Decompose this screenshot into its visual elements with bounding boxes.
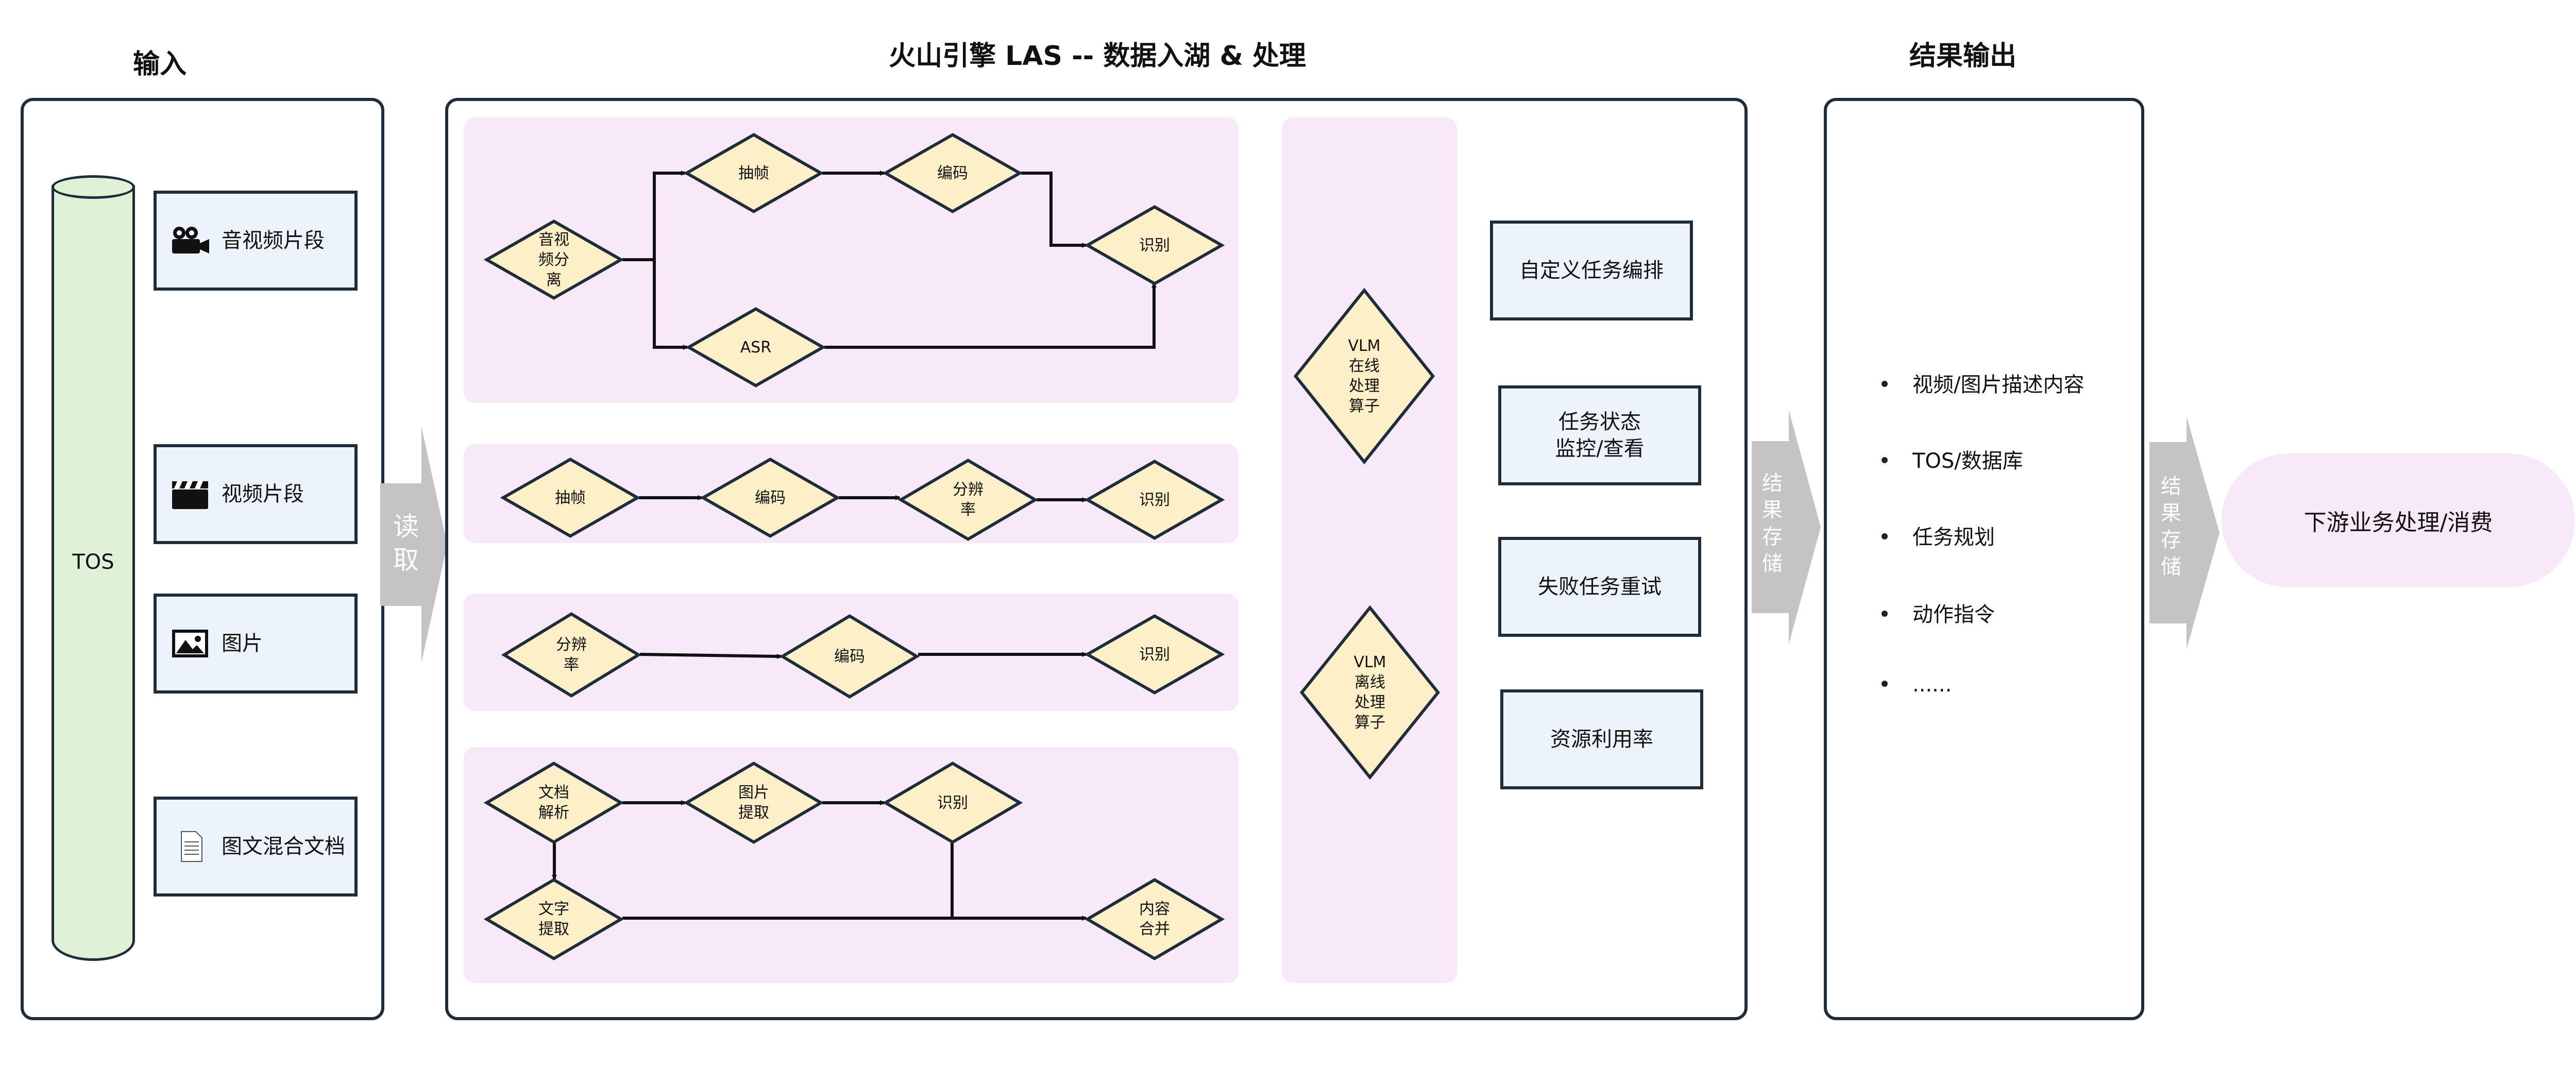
node-recognize: 识别 xyxy=(1086,206,1223,284)
node-recognize: 识别 xyxy=(1086,461,1223,539)
input-item-document: 图文混合文档 xyxy=(154,797,358,897)
node-encode: 编码 xyxy=(884,134,1021,212)
input-title: 输入 xyxy=(132,49,187,80)
list-item: 任务规划 xyxy=(1882,520,1995,550)
node-encode: 编码 xyxy=(702,459,839,537)
node-asr: ASR xyxy=(687,308,824,386)
node-text-extract: 文字 提取 xyxy=(485,879,622,959)
vlm-online-operator: VLM 在线 处理 算子 xyxy=(1294,289,1434,464)
node-resolution: 分辨 率 xyxy=(503,613,640,697)
video-camera-icon xyxy=(172,227,209,253)
node-content-merge: 内容 合并 xyxy=(1086,879,1223,959)
input-item-image: 图片 xyxy=(154,594,358,694)
list-item: TOS/数据库 xyxy=(1882,444,2023,474)
feature-failed-retry: 失败任务重试 xyxy=(1498,537,1701,637)
output-list: 视频/图片描述内容 TOS/数据库 任务规划 动作指令 ...... xyxy=(1882,0,2129,1065)
feature-task-monitoring: 任务状态 监控/查看 xyxy=(1498,385,1701,485)
feature-resource-utilization: 资源利用率 xyxy=(1500,689,1703,789)
list-item: 视频/图片描述内容 xyxy=(1882,368,2084,398)
document-icon xyxy=(181,831,202,862)
input-item-label: 音视频片段 xyxy=(222,229,325,252)
node-frame-extract: 抽帧 xyxy=(685,134,822,212)
downstream-consumer: 下游业务处理/消费 xyxy=(2222,453,2575,587)
input-item-label: 视频片段 xyxy=(222,482,304,506)
node-recognize: 识别 xyxy=(884,763,1021,843)
input-item-video: 视频片段 xyxy=(154,444,358,544)
store-arrow-label: 结 果 存 储 xyxy=(2161,475,2181,579)
picture-icon xyxy=(172,630,208,657)
node-frame-extract: 抽帧 xyxy=(502,459,639,537)
vlm-panel xyxy=(1282,117,1457,983)
node-image-extract: 图片 提取 xyxy=(685,763,822,843)
feature-custom-orchestration: 自定义任务编排 xyxy=(1490,221,1693,320)
main-title: 火山引擎 LAS -- 数据入湖 & 处理 xyxy=(889,41,1306,72)
vlm-offline-operator: VLM 离线 处理 算子 xyxy=(1300,606,1439,779)
read-arrow-label: 读 取 xyxy=(393,512,419,575)
store-arrow-label: 结 果 存 储 xyxy=(1762,471,1783,576)
clapperboard-icon xyxy=(172,481,208,509)
node-encode: 编码 xyxy=(781,615,918,698)
output-title: 结果输出 xyxy=(1909,41,2016,72)
list-item: 动作指令 xyxy=(1882,598,1995,628)
tos-label: TOS xyxy=(72,550,114,574)
node-document-parse: 文档 解析 xyxy=(485,763,622,843)
node-recognize: 识别 xyxy=(1086,615,1223,694)
list-item: ...... xyxy=(1882,673,1952,697)
output-frame xyxy=(1824,98,2144,1020)
node-resolution: 分辨 率 xyxy=(900,460,1037,540)
input-item-label: 图片 xyxy=(222,632,263,655)
input-item-audio-video: 音视频片段 xyxy=(154,191,358,291)
input-item-label: 图文混合文档 xyxy=(222,835,345,858)
node-audio-video-split: 音视 频分 离 xyxy=(485,221,622,299)
